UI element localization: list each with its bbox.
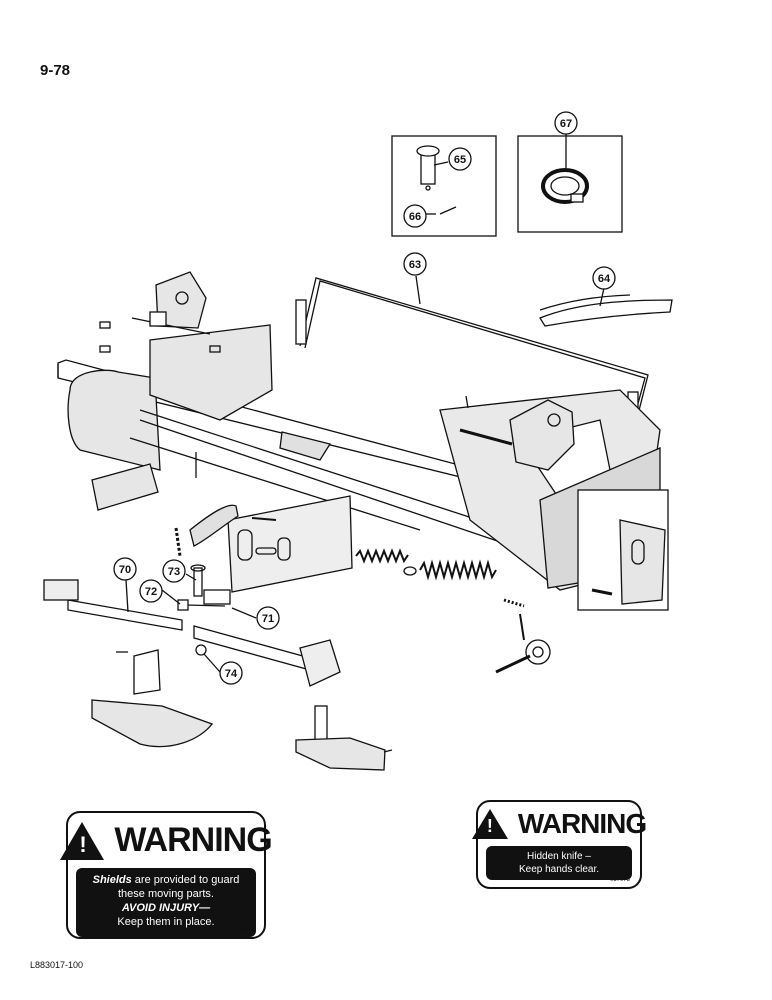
callout-66: 66: [403, 204, 427, 228]
warning-decal-shields: ! WARNING Shields are provided to guard …: [60, 811, 273, 939]
arm-linkage: [174, 504, 239, 557]
inset-box-pin: [391, 135, 497, 237]
pivot-bracket-left: [131, 271, 211, 335]
pivot-bracket-right: [459, 399, 575, 471]
inset-box-clamp: [517, 135, 623, 233]
shaft-assemblies: [43, 564, 341, 687]
callout-label: 73: [168, 566, 180, 578]
callout-65: 65: [448, 147, 472, 171]
warning-line-1: Shields are provided to guard: [92, 874, 240, 886]
warning-header: ! WARNING: [471, 808, 647, 840]
callout-label: 64: [598, 273, 611, 285]
warning-line-2: these moving parts.: [118, 888, 214, 900]
warning-line-1: Hidden knife –: [527, 851, 591, 862]
callout-64: 64: [592, 266, 616, 290]
callout-73: 73: [162, 559, 186, 583]
callout-label: 63: [409, 259, 421, 271]
header-frame: [57, 324, 669, 611]
callout-label: 67: [560, 118, 572, 130]
warning-message-panel: Shields are provided to guard these movi…: [76, 868, 256, 937]
mount-plate: [227, 495, 353, 593]
warning-title: WARNING: [517, 808, 647, 839]
callout-label: 72: [145, 586, 157, 598]
callout-label: 65: [454, 154, 466, 166]
warning-line-2: Keep hands clear.: [518, 864, 600, 875]
callout-label: 74: [225, 668, 238, 680]
callout-70: 70: [113, 557, 137, 581]
callout-63: 63: [403, 252, 427, 276]
callout-label: 66: [409, 211, 421, 223]
decal-code: 017073: [609, 877, 630, 883]
warning-triangle-icon: !: [60, 821, 105, 860]
warning-triangle-icon: !: [471, 809, 508, 839]
warning-line-3: AVOID INJURY—: [121, 902, 211, 914]
warning-line-4: Keep them in place.: [117, 916, 215, 928]
callout-74: 74: [219, 661, 243, 685]
document-code: L883017-100: [30, 960, 84, 970]
warning-message-panel: Hidden knife – Keep hands clear.: [486, 846, 632, 880]
warning-header: ! WARNING: [60, 821, 273, 860]
callout-label: 71: [262, 613, 274, 625]
warning-decal-knife: ! WARNING Hidden knife – Keep hands clea…: [471, 800, 647, 889]
callout-71: 71: [256, 606, 280, 630]
decal-code: 740950: [233, 927, 254, 933]
drive-sprocket: [495, 588, 613, 674]
callout-label: 70: [119, 564, 131, 576]
tension-springs: [355, 548, 497, 581]
callout-72: 72: [139, 579, 163, 603]
knife-guard: [295, 705, 393, 771]
leader-lines: [125, 134, 605, 673]
callout-67: 67: [554, 111, 578, 135]
curved-shield: [539, 294, 673, 327]
page-number: 9-78: [40, 62, 71, 79]
warning-title: WARNING: [114, 821, 272, 859]
small-hardware: [99, 321, 469, 521]
lower-shield: [91, 649, 214, 748]
